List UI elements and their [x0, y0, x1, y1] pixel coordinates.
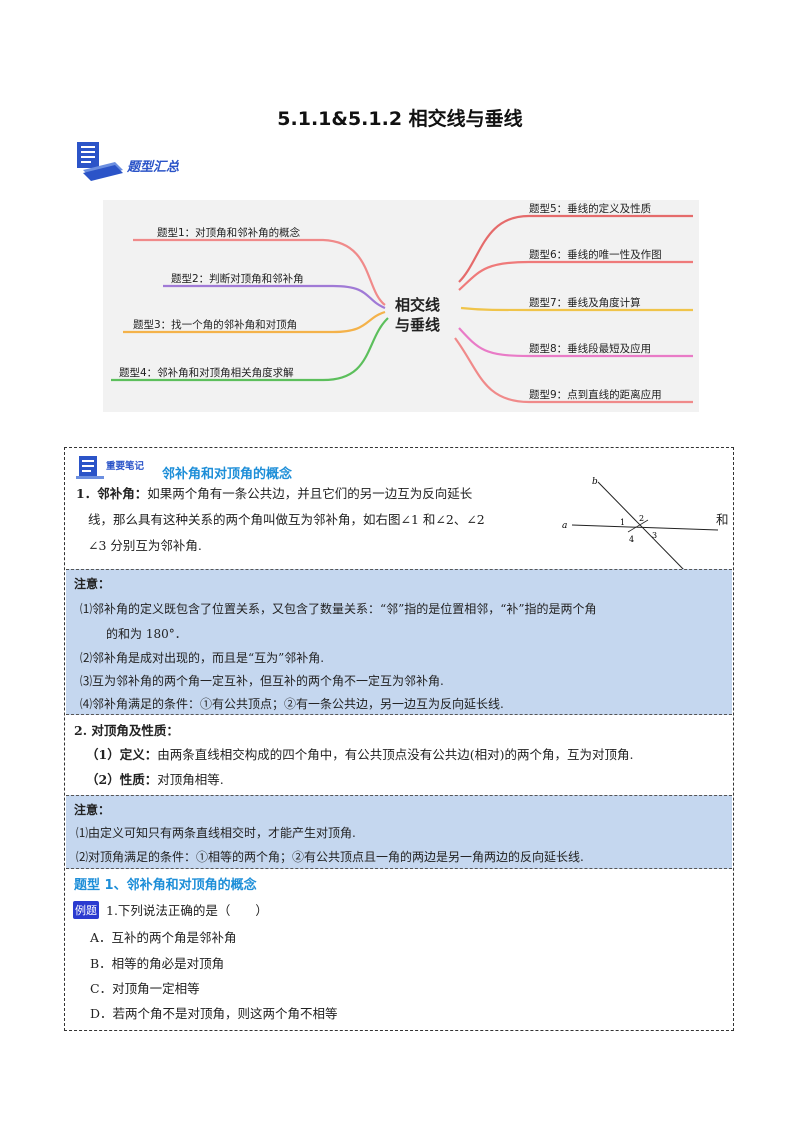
option-d: D．若两个角不是对顶角，则这两个角不相等 — [90, 1006, 338, 1021]
def2-item-2: （2）性质：对顶角相等. — [86, 772, 224, 788]
mindmap-right-6: 题型6：垂线的唯一性及作图 — [529, 249, 662, 261]
mind-map-center: 相交线 与垂线 — [395, 295, 440, 335]
example-badge: 例题 — [73, 901, 99, 919]
note1-line-1: ⑴邻补角的定义既包含了位置关系，又包含了数量关系：“邻”指的是位置相邻，“补”指… — [80, 602, 597, 616]
mindmap-left-2: 题型2：判断对顶角和邻补角 — [171, 273, 304, 285]
option-a: A．互补的两个角是邻补角 — [90, 930, 237, 945]
def2-item-1: （1）定义：由两条直线相交构成的四个角中，有公共顶点没有公共边(相对)的两个角，… — [86, 747, 633, 763]
def2-item-2-text: 对顶角相等. — [157, 772, 224, 787]
note2-title: 注意： — [74, 803, 111, 817]
note1-line-5: ⑷邻补角满足的条件：①有公共顶点；②有一条公共边，另一边互为反向延长线. — [80, 697, 504, 711]
note1-line-2: 的和为 180°． — [106, 627, 187, 641]
def2-title: 2. 对顶角及性质： — [74, 723, 179, 738]
note1-title: 注意： — [74, 577, 111, 591]
def2-item-1-text: 由两条直线相交构成的四个角中，有公共顶点没有公共边(相对)的两个角，互为对顶角. — [157, 747, 634, 762]
note1-line-3: ⑵邻补角是成对出现的，而且是“互为”邻补角. — [80, 651, 325, 665]
def1-num: 1． — [76, 486, 98, 501]
def1-line-1: 1．邻补角：如果两个角有一条公共边，并且它们的另一边互为反向延长 — [76, 486, 472, 502]
def1-line-2: 线，那么具有这种关系的两个角叫做互为邻补角，如右图∠1 和∠2、∠2 — [88, 512, 485, 527]
center-line-2: 与垂线 — [395, 316, 441, 334]
option-c: C．对顶角一定相等 — [90, 981, 200, 996]
option-b: B．相等的角必是对顶角 — [90, 956, 225, 971]
summary-header: 题型汇总 — [75, 140, 215, 182]
label-2: 2 — [639, 514, 644, 523]
mindmap-right-8: 题型8：垂线段最短及应用 — [529, 343, 652, 355]
note-box-2: 注意： ⑴由定义可知只有两条直线相交时，才能产生对顶角. ⑵对顶角满足的条件：①… — [66, 795, 732, 869]
mindmap-left-3: 题型3：找一个角的邻补角和对顶角 — [133, 319, 298, 331]
note2-line-2: ⑵对顶角满足的条件：①相等的两个角；②有公共顶点且一角的两边是另一角两边的反向延… — [76, 850, 584, 864]
mind-map-branches — [111, 214, 693, 404]
def2-item-2-term: （2）性质： — [86, 772, 158, 787]
mindmap-right-9: 题型9：点到直线的距离应用 — [529, 389, 662, 401]
notes-box — [64, 447, 734, 1031]
note-box-1: 注意： ⑴邻补角的定义既包含了位置关系，又包含了数量关系：“邻”指的是位置相邻，… — [66, 569, 732, 715]
mindmap-left-4: 题型4：邻补角和对顶角相关角度求解 — [119, 367, 294, 379]
def1-text-1: 如果两个角有一条公共边，并且它们的另一边互为反向延长 — [147, 486, 473, 501]
mind-map: 相交线 与垂线 题型1：对顶角和邻补角的概念 题型2：判断对顶角和邻补角 题型3… — [103, 200, 699, 412]
label-b: b — [592, 477, 598, 487]
label-3: 3 — [652, 531, 657, 540]
intersecting-lines-figure: a b 1 2 3 4 — [562, 477, 719, 573]
note1-line-4: ⑶互为邻补角的两个角一定互补，但互补的两个角不一定互为邻补角. — [80, 674, 444, 688]
def1-line-3: ∠3 分别互为邻补角. — [88, 538, 202, 553]
notes-section-title: 邻补角和对顶角的概念 — [162, 467, 293, 482]
page-title: 5.1.1&5.1.2 相交线与垂线 — [277, 108, 523, 130]
book-stack-icon — [77, 142, 123, 181]
section1-title: 题型 1、邻补角和对顶角的概念 — [74, 878, 257, 893]
def1-he: 和 — [716, 512, 729, 527]
question-text: 1.下列说法正确的是（ ） — [106, 903, 268, 918]
notes-header: 重要笔记 邻补角和对顶角的概念 — [76, 454, 376, 482]
notebook-icon — [76, 456, 104, 479]
label-4: 4 — [629, 535, 634, 544]
notes-badge: 重要笔记 — [106, 461, 145, 472]
note2-line-1: ⑴由定义可知只有两条直线相交时，才能产生对顶角. — [76, 826, 356, 840]
label-a: a — [562, 521, 567, 531]
center-line-1: 相交线 — [395, 296, 441, 314]
mindmap-left-1: 题型1：对顶角和邻补角的概念 — [157, 227, 301, 239]
label-1: 1 — [620, 518, 625, 527]
def2-item-1-term: （1）定义： — [86, 747, 158, 762]
mindmap-right-5: 题型5：垂线的定义及性质 — [529, 203, 652, 215]
def1-term: 邻补角： — [97, 486, 148, 501]
summary-header-label: 题型汇总 — [127, 160, 180, 175]
mindmap-right-7: 题型7：垂线及角度计算 — [529, 297, 641, 309]
